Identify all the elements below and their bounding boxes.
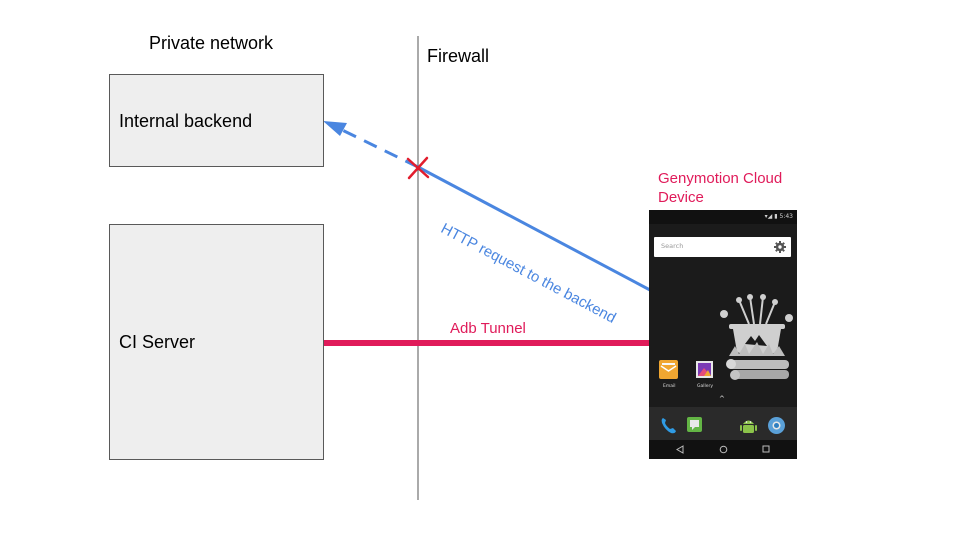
http-arrowhead: [323, 121, 347, 136]
status-time: 5:43: [779, 213, 793, 220]
app-label-gallery: Gallery: [697, 384, 714, 389]
signal-icon: ▾◢ ▮: [764, 213, 778, 220]
messenger-icon[interactable]: [685, 415, 704, 434]
firewall-label: Firewall: [427, 46, 490, 66]
blocked-x-mark: [406, 156, 430, 180]
genymotion-device-screen[interactable]: ▾◢ ▮5:43 Search: [649, 210, 797, 459]
device-title-line1: Genymotion Cloud: [658, 170, 783, 187]
chrome-icon[interactable]: [767, 416, 786, 435]
status-bar: ▾◢ ▮5:43: [649, 210, 797, 224]
recents-icon[interactable]: [762, 445, 770, 453]
adb-tunnel-label: Adb Tunnel: [450, 320, 526, 337]
search-placeholder: Search: [661, 242, 684, 250]
http-request-line: [417, 165, 651, 292]
phone-icon[interactable]: [659, 416, 678, 435]
private-network-label: Private network: [149, 33, 274, 53]
gallery-icon[interactable]: [695, 360, 714, 379]
navigation-bar: [649, 440, 797, 459]
back-icon[interactable]: [676, 445, 684, 454]
ci-server-box: CI Server: [109, 224, 324, 460]
ci-server-label: CI Server: [119, 332, 196, 352]
device-title: Genymotion Cloud Device: [658, 169, 782, 207]
search-bar[interactable]: Search: [654, 237, 791, 257]
email-icon[interactable]: [659, 360, 678, 379]
http-request-dashed-line: [337, 126, 419, 169]
app-label-email: Email: [663, 384, 676, 389]
android-icon[interactable]: [739, 416, 758, 435]
internal-backend-box: Internal backend: [109, 74, 324, 167]
internal-backend-label: Internal backend: [119, 111, 253, 131]
device-title-line2: Device: [658, 189, 704, 206]
gear-icon[interactable]: [773, 240, 787, 254]
home-icon[interactable]: [719, 445, 728, 454]
wallpaper-illustration: [720, 294, 793, 380]
app-drawer-chevron-icon[interactable]: ^: [719, 395, 725, 403]
